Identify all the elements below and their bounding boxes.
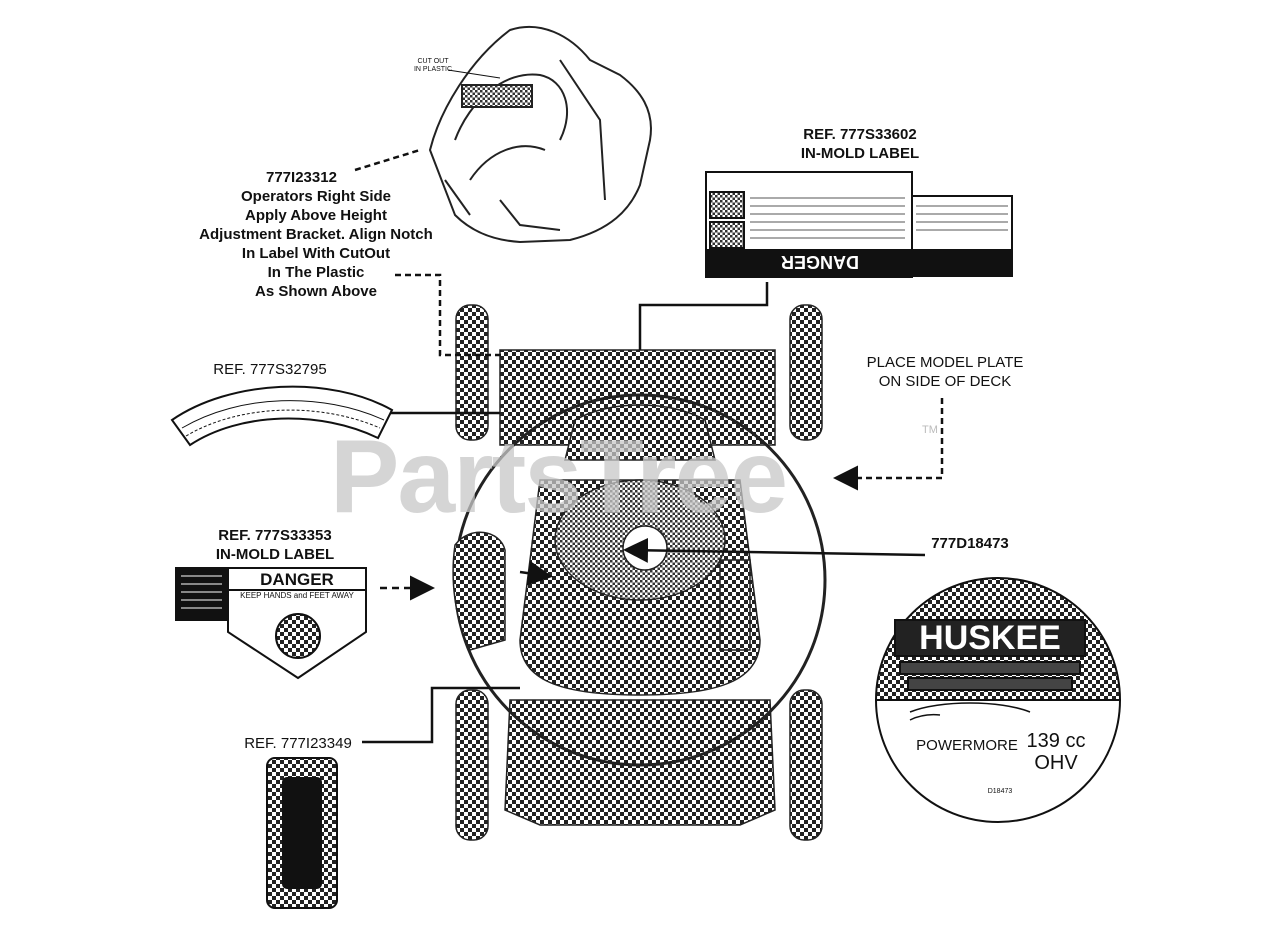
callout-777i23312: 777I23312 Operators Right Side Apply Abo… — [178, 168, 454, 301]
callout-777s33602: REF. 777S33602 IN-MOLD LABEL — [770, 125, 950, 163]
engine-decal-code: D18473 — [987, 788, 1013, 795]
ref-33353: REF. 777S33353 — [218, 527, 332, 544]
danger-decal-33353 — [175, 567, 367, 680]
ref-32795: REF. 777S32795 — [213, 361, 327, 378]
watermark-trademark: TM — [922, 424, 938, 436]
danger-33602-title: DANGER — [781, 252, 860, 272]
cutout-line-2: IN PLASTIC — [413, 66, 453, 73]
danger-decal-33602 — [705, 171, 1013, 278]
model-plate-line-1: PLACE MODEL PLATE — [866, 354, 1024, 371]
model-plate-line-2: ON SIDE OF DECK — [878, 373, 1012, 390]
engine-valve-type: OHV — [1034, 752, 1078, 774]
ref-23349: REF. 777I23349 — [244, 735, 352, 752]
instruction-line-6: As Shown Above — [255, 283, 377, 300]
model-tag-23349 — [266, 757, 338, 909]
part-number-23312: 777I23312 — [266, 169, 337, 186]
engine-displacement: 139 cc — [1026, 730, 1086, 752]
in-mold-label-33353: IN-MOLD LABEL — [215, 546, 335, 563]
callout-model-plate: PLACE MODEL PLATE ON SIDE OF DECK — [840, 353, 1050, 391]
cutout-line-1: CUT OUT — [417, 58, 449, 65]
in-mold-label-33602: IN-MOLD LABEL — [800, 145, 920, 162]
arc-decal-32795 — [170, 385, 394, 447]
engine-decal-18473 — [874, 577, 1122, 823]
height-adjust-bracket — [428, 25, 652, 244]
huskee-brand: HUSKEE — [919, 619, 1061, 657]
part-number-18473: 777D18473 — [931, 535, 1009, 552]
callout-777s33353: REF. 777S33353 IN-MOLD LABEL — [190, 526, 360, 564]
instruction-line-3: Adjustment Bracket. Align Notch — [199, 226, 433, 243]
partstree-watermark: PartsTree — [330, 419, 788, 535]
instruction-line-2: Apply Above Height — [245, 207, 387, 224]
ref-33602: REF. 777S33602 — [803, 126, 917, 143]
cutout-callout: CUT OUT IN PLASTIC — [410, 58, 456, 74]
mower-top-view — [452, 304, 827, 841]
leader-lines — [354, 69, 944, 744]
powermore-engine: POWERMORE — [916, 737, 1018, 754]
danger-33353-title: DANGER — [260, 570, 334, 589]
danger-33353-subtitle: KEEP HANDS and FEET AWAY — [240, 591, 354, 600]
instruction-line-5: In The Plastic — [267, 264, 365, 281]
instruction-line-1: Operators Right Side — [240, 188, 392, 205]
instruction-line-4: In Label With CutOut — [241, 245, 391, 262]
